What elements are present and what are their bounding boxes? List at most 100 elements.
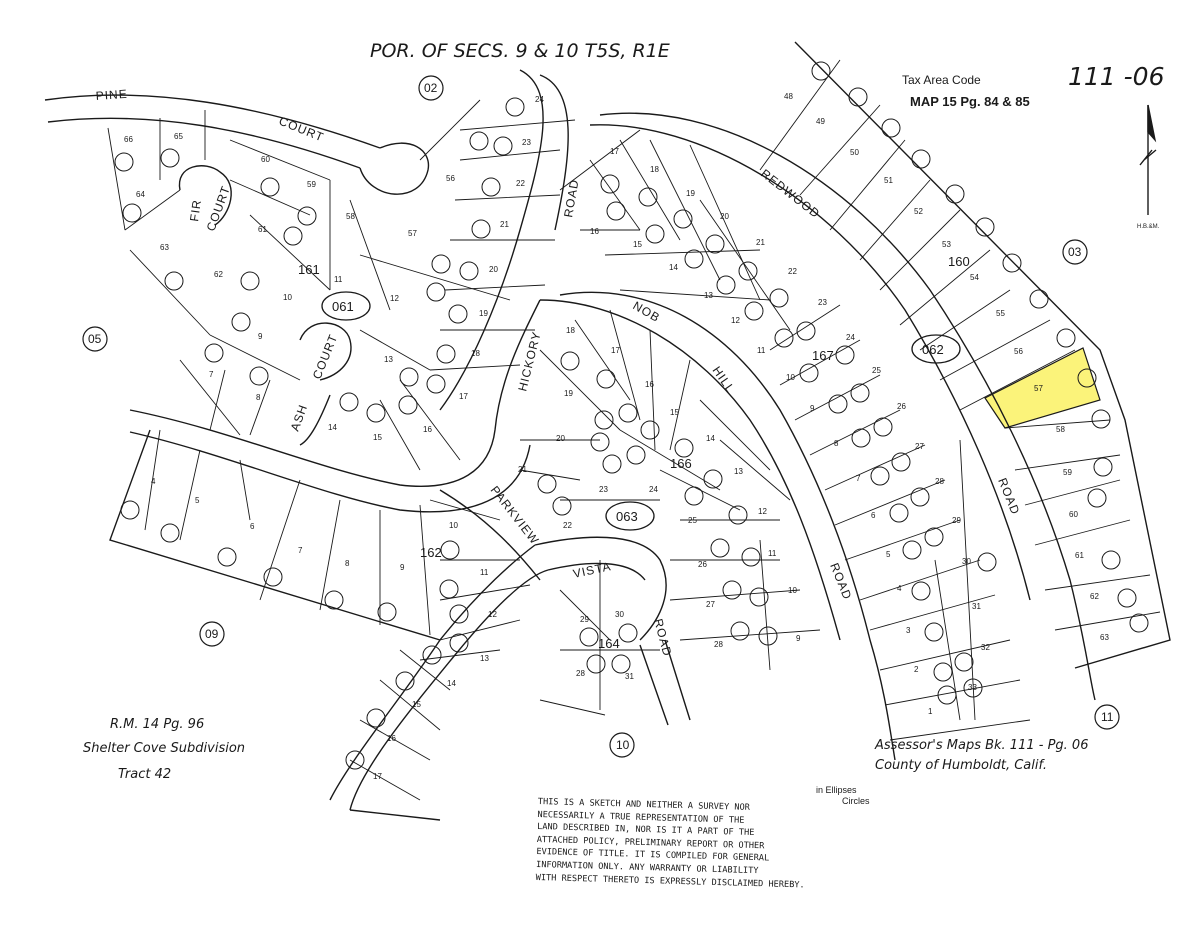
svg-text:14: 14 — [328, 423, 337, 432]
svg-text:16: 16 — [423, 425, 432, 434]
svg-text:8: 8 — [345, 559, 350, 568]
svg-text:15: 15 — [670, 408, 679, 417]
svg-text:9: 9 — [400, 563, 405, 572]
svg-text:3: 3 — [906, 626, 911, 635]
svg-text:29: 29 — [580, 615, 589, 624]
svg-text:9: 9 — [796, 634, 801, 643]
svg-text:10: 10 — [786, 373, 795, 382]
svg-text:18: 18 — [566, 326, 575, 335]
svg-text:63: 63 — [1100, 633, 1109, 642]
svg-text:65: 65 — [174, 132, 183, 141]
parcel-circles — [114, 61, 1149, 770]
tract-162: 162 — [420, 545, 442, 560]
svg-text:60: 60 — [261, 155, 270, 164]
block-061: 061 — [332, 299, 354, 314]
road-label-fir: FIR — [187, 198, 204, 222]
north-arrow-icon — [1139, 104, 1157, 215]
svg-text:1: 1 — [928, 707, 933, 716]
tract-161: 161 — [298, 262, 320, 277]
svg-text:9: 9 — [258, 332, 263, 341]
road-label-nob: NOB — [631, 298, 663, 325]
book-11: 11 — [1101, 710, 1114, 724]
road-label-vista-road: ROAD — [651, 617, 675, 658]
svg-text:7: 7 — [209, 370, 214, 379]
svg-text:22: 22 — [788, 267, 797, 276]
lot-lines — [107, 59, 1161, 801]
svg-text:21: 21 — [518, 465, 527, 474]
svg-text:24: 24 — [649, 485, 658, 494]
svg-text:6: 6 — [250, 522, 255, 531]
svg-text:53: 53 — [942, 240, 951, 249]
svg-text:12: 12 — [758, 507, 767, 516]
svg-text:10: 10 — [788, 586, 797, 595]
tax-area-label: Tax Area Code — [902, 73, 981, 87]
road-label-redwood-road: ROAD — [995, 476, 1022, 517]
svg-text:4: 4 — [897, 584, 902, 593]
svg-text:21: 21 — [756, 238, 765, 247]
svg-text:19: 19 — [564, 389, 573, 398]
svg-text:51: 51 — [884, 176, 893, 185]
ellipses-note: in Ellipses — [816, 785, 857, 795]
svg-text:22: 22 — [516, 179, 525, 188]
svg-text:29: 29 — [952, 516, 961, 525]
book-02: 02 — [424, 81, 438, 95]
svg-text:13: 13 — [384, 355, 393, 364]
book-refs: 02 03 05 09 10 11 — [82, 75, 1120, 758]
svg-text:23: 23 — [818, 298, 827, 307]
svg-text:32: 32 — [981, 643, 990, 652]
svg-text:13: 13 — [734, 467, 743, 476]
svg-text:58: 58 — [1056, 425, 1065, 434]
svg-text:9: 9 — [810, 404, 815, 413]
svg-text:28: 28 — [714, 640, 723, 649]
svg-text:60: 60 — [1069, 510, 1078, 519]
road-label-hickory: HICKORY — [515, 330, 543, 393]
svg-text:56: 56 — [446, 174, 455, 183]
highlighted-parcel[interactable] — [984, 347, 1101, 429]
svg-text:63: 63 — [160, 243, 169, 252]
svg-text:50: 50 — [850, 148, 859, 157]
svg-text:64: 64 — [136, 190, 145, 199]
svg-text:23: 23 — [599, 485, 608, 494]
svg-text:21: 21 — [500, 220, 509, 229]
disclaimer-block: THIS IS A SKETCH AND NEITHER A SURVEY NO… — [536, 796, 828, 892]
north-basis: H.B.&M. — [1137, 224, 1160, 230]
svg-text:61: 61 — [258, 225, 267, 234]
block-ellipses: 061 062 063 160 161 162 164 166 167 — [298, 254, 970, 651]
circles-note: Circles — [842, 796, 870, 806]
svg-text:57: 57 — [1034, 384, 1043, 393]
svg-text:4: 4 — [151, 477, 156, 486]
svg-text:26: 26 — [897, 402, 906, 411]
book-05: 05 — [88, 332, 102, 346]
svg-text:27: 27 — [706, 600, 715, 609]
svg-text:28: 28 — [576, 669, 585, 678]
svg-text:16: 16 — [590, 227, 599, 236]
svg-text:6: 6 — [871, 511, 876, 520]
svg-text:13: 13 — [704, 291, 713, 300]
road-label-hill: HILL — [710, 364, 738, 396]
tract-160: 160 — [948, 254, 970, 269]
tract-number: Tract 42 — [118, 767, 172, 782]
road-label-court: COURT — [277, 114, 326, 145]
svg-text:56: 56 — [1014, 347, 1023, 356]
svg-text:7: 7 — [298, 546, 303, 555]
svg-text:19: 19 — [479, 309, 488, 318]
svg-text:15: 15 — [373, 433, 382, 442]
svg-text:25: 25 — [872, 366, 881, 375]
svg-text:14: 14 — [447, 679, 456, 688]
svg-text:5: 5 — [886, 550, 891, 559]
svg-text:18: 18 — [471, 349, 480, 358]
svg-text:11: 11 — [768, 549, 777, 558]
tract-164: 164 — [598, 636, 620, 651]
svg-text:33: 33 — [968, 683, 977, 692]
svg-text:2: 2 — [914, 665, 919, 674]
svg-text:31: 31 — [625, 672, 634, 681]
svg-text:66: 66 — [124, 135, 133, 144]
svg-text:14: 14 — [706, 434, 715, 443]
road-label-redwood: REDWOOD — [758, 166, 823, 221]
svg-text:11: 11 — [480, 568, 489, 577]
road-label-hickory-road: ROAD — [561, 178, 582, 219]
svg-text:26: 26 — [698, 560, 707, 569]
svg-text:17: 17 — [373, 772, 382, 781]
map-reference: MAP 15 Pg. 84 & 85 — [910, 94, 1030, 109]
